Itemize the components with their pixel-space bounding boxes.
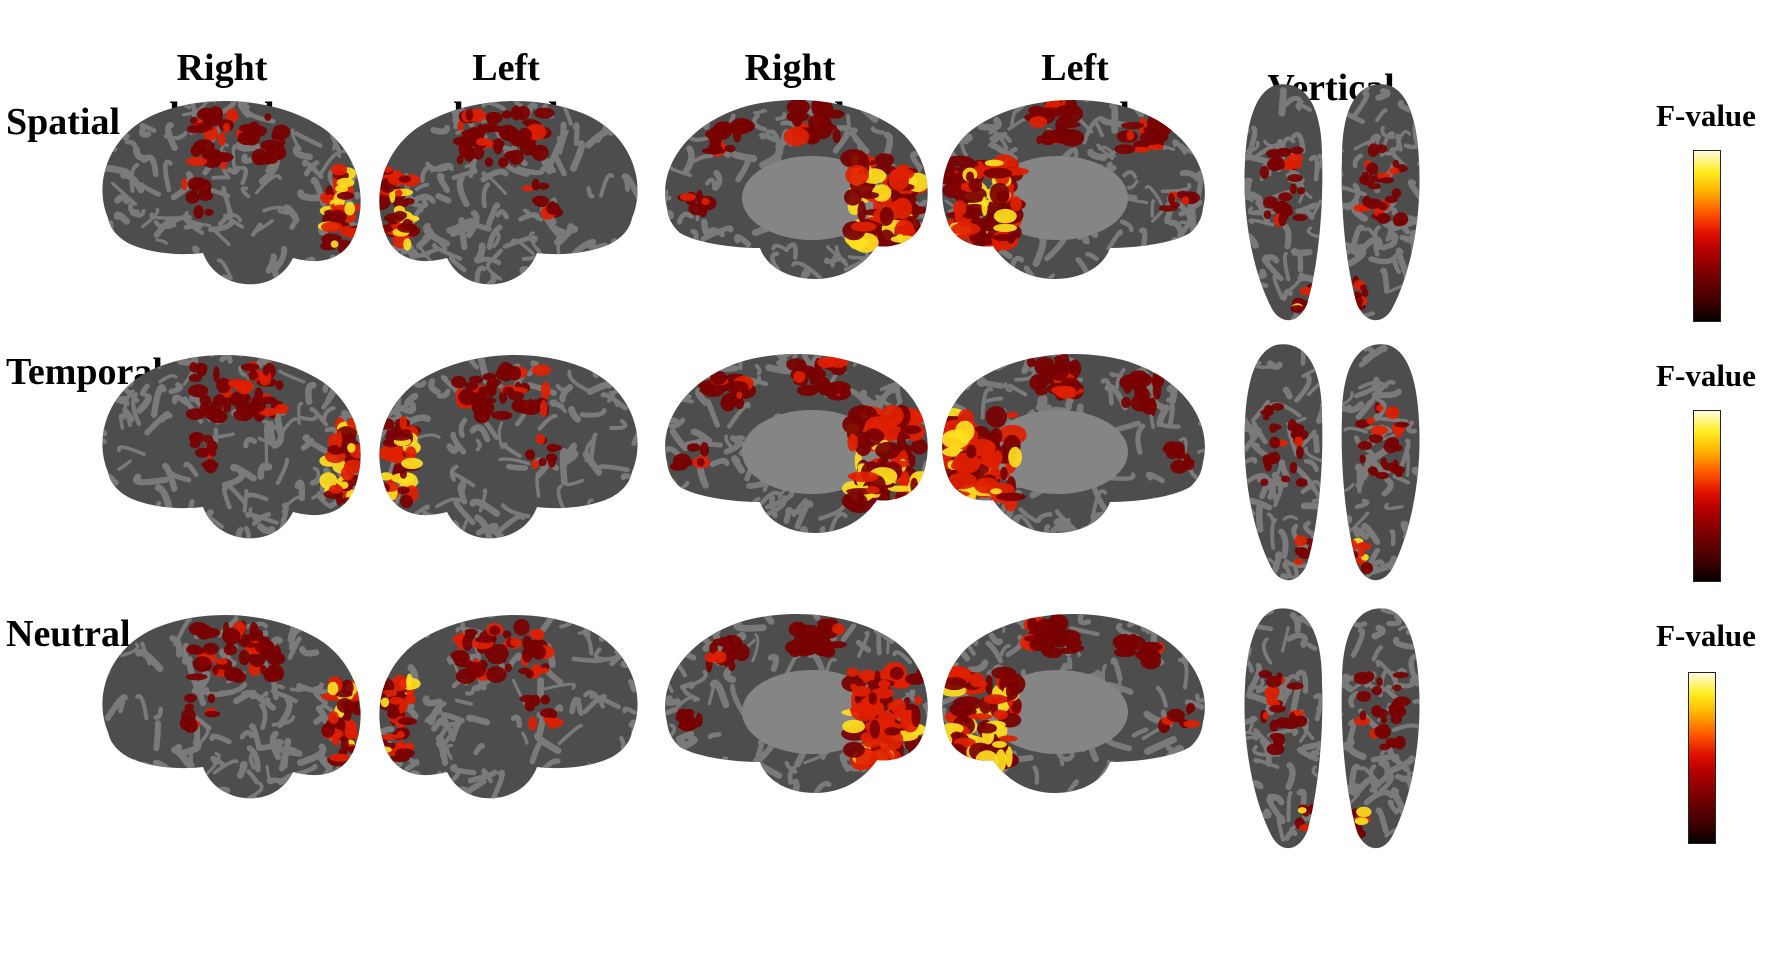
- brain-spatial-vertical: [1244, 84, 1420, 321]
- brain-neutral-vertical: [1244, 608, 1420, 849]
- brain-spatial-right-medial: [665, 99, 928, 279]
- brain-temporal-vertical: [1244, 344, 1420, 581]
- brain-temporal-right-lateral: [102, 355, 361, 539]
- colorbar-title-spatial: F-value: [1656, 98, 1756, 133]
- brain-spatial-left-medial: [942, 99, 1205, 279]
- brain-temporal-left-medial: [942, 353, 1205, 533]
- brain-spatial-right-lateral: [102, 101, 361, 285]
- brain-neutral-right-medial: [665, 613, 928, 793]
- brain-spatial-left-lateral: [379, 101, 638, 285]
- brain-neutral-left-medial: [942, 613, 1205, 793]
- brain-temporal-left-lateral: [379, 355, 638, 539]
- row-label-spatial: Spatial: [6, 101, 121, 143]
- colorbar-neutral: [1688, 672, 1716, 844]
- brain-neutral-right-lateral: [102, 615, 361, 799]
- row-label-neutral: Neutral: [6, 613, 131, 655]
- colorbar-title-neutral: F-value: [1656, 618, 1756, 653]
- brain-neutral-left-lateral: [379, 615, 638, 799]
- colorbar-title-temporal: F-value: [1656, 358, 1756, 393]
- colorbar-spatial: [1693, 150, 1721, 322]
- brain-temporal-right-medial: [665, 353, 928, 533]
- colorbar-temporal: [1693, 410, 1721, 582]
